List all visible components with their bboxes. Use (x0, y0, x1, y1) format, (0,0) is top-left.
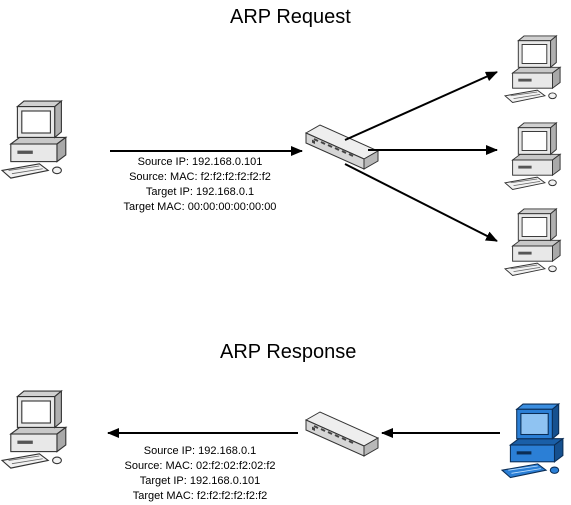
request-switch-icon (305, 124, 379, 170)
arp-response-title: ARP Response (220, 341, 357, 363)
request-target-computer-1-icon (504, 35, 561, 103)
response-source-mac: Source: MAC: 02:f2:02:f2:02:f2 (124, 460, 276, 472)
response-sender-computer-icon (501, 403, 564, 479)
request-source-mac: Source: MAC: f2:f2:f2:f2:f2:f2 (129, 171, 271, 183)
response-packet-info: Source IP: 192.168.0.1 Source: MAC: 02:f… (105, 444, 295, 504)
request-sender-computer-icon (1, 100, 67, 179)
request-target-mac: Target MAC: 00:00:00:00:00:00 (123, 201, 277, 213)
broadcast-arrow-top (344, 71, 498, 141)
response-source-ip: Source IP: 192.168.0.1 (143, 445, 257, 457)
arp-request-title: ARP Request (230, 6, 351, 28)
response-receiver-computer-icon (1, 390, 67, 469)
request-target-computer-3-icon (504, 208, 561, 276)
request-target-computer-2-icon (504, 122, 561, 190)
response-target-mac: Target MAC: f2:f2:f2:f2:f2:f2 (132, 490, 268, 502)
request-target-ip: Target IP: 192.168.0.1 (145, 186, 255, 198)
response-target-ip: Target IP: 192.168.0.101 (139, 475, 261, 487)
request-packet-info: Source IP: 192.168.0.101 Source: MAC: f2… (110, 155, 290, 215)
broadcast-arrow-bottom (344, 163, 498, 242)
response-switch-icon (305, 411, 379, 457)
request-source-ip: Source IP: 192.168.0.101 (137, 156, 263, 168)
